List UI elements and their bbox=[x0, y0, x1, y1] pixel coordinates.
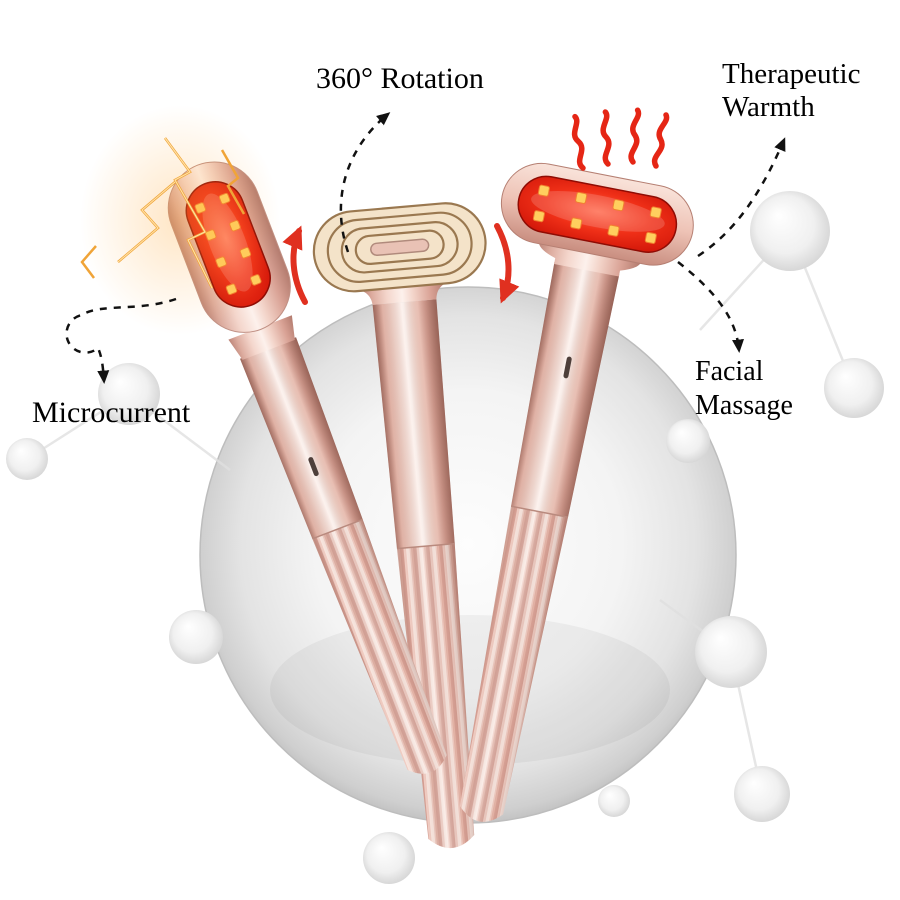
decor-sphere bbox=[824, 358, 884, 418]
wand-handle-shade bbox=[372, 299, 475, 848]
coil-head bbox=[312, 202, 487, 293]
panel-glow bbox=[531, 190, 665, 232]
dashed-arrow-warmth bbox=[697, 137, 786, 258]
rotation-arrow-down-icon bbox=[494, 223, 520, 304]
led-dot bbox=[570, 217, 583, 230]
warmth-label: Therapeutic Warmth bbox=[722, 58, 861, 124]
wand-handle-shade bbox=[240, 337, 447, 774]
decor-sphere bbox=[169, 610, 223, 664]
decor-sphere bbox=[666, 419, 710, 463]
decor-sphere bbox=[363, 832, 415, 884]
decor-sphere bbox=[750, 191, 830, 271]
dashed-arrow-massage bbox=[677, 261, 744, 353]
decor-sphere bbox=[734, 766, 790, 822]
led-dot bbox=[649, 206, 662, 219]
led-dot bbox=[644, 231, 657, 244]
led-dot bbox=[612, 199, 625, 212]
dashed-arrow-microcurrent bbox=[65, 297, 177, 384]
handle-seam bbox=[510, 505, 569, 519]
massage-label: Facial Massage bbox=[695, 356, 793, 421]
rotation-label: 360° Rotation bbox=[316, 62, 484, 95]
led-dot bbox=[607, 224, 620, 237]
decor-sphere bbox=[695, 616, 767, 688]
microcurrent-label: Microcurrent bbox=[32, 396, 191, 429]
led-dot bbox=[575, 191, 588, 204]
heat-waves-icon bbox=[571, 107, 670, 171]
led-dot bbox=[532, 210, 545, 223]
molecule-spheres bbox=[6, 191, 884, 884]
wand-neck bbox=[538, 242, 641, 277]
right-wand bbox=[459, 162, 694, 822]
electric-spark-icon bbox=[80, 105, 280, 335]
rotation-arrow-icons bbox=[282, 223, 520, 305]
middle-wand bbox=[312, 202, 487, 848]
power-slot bbox=[563, 356, 572, 379]
decor-sphere bbox=[598, 785, 630, 817]
handle-seam bbox=[312, 518, 364, 540]
led-dots bbox=[532, 184, 662, 244]
dashed-arrow-rotation bbox=[339, 112, 391, 253]
wand-neck bbox=[228, 315, 295, 360]
power-slot bbox=[308, 457, 319, 477]
rotation-arrow-up-icon bbox=[282, 225, 308, 305]
red-led-panel bbox=[517, 175, 678, 253]
wand-shadow bbox=[270, 615, 670, 765]
led-dot bbox=[537, 184, 550, 197]
wand-handle-shade bbox=[459, 261, 620, 822]
decor-sphere bbox=[98, 363, 160, 425]
decor-sphere bbox=[6, 438, 48, 480]
wand-neck bbox=[361, 283, 446, 305]
handle-seam bbox=[396, 542, 455, 550]
dashed-arrow-icons bbox=[65, 112, 786, 384]
